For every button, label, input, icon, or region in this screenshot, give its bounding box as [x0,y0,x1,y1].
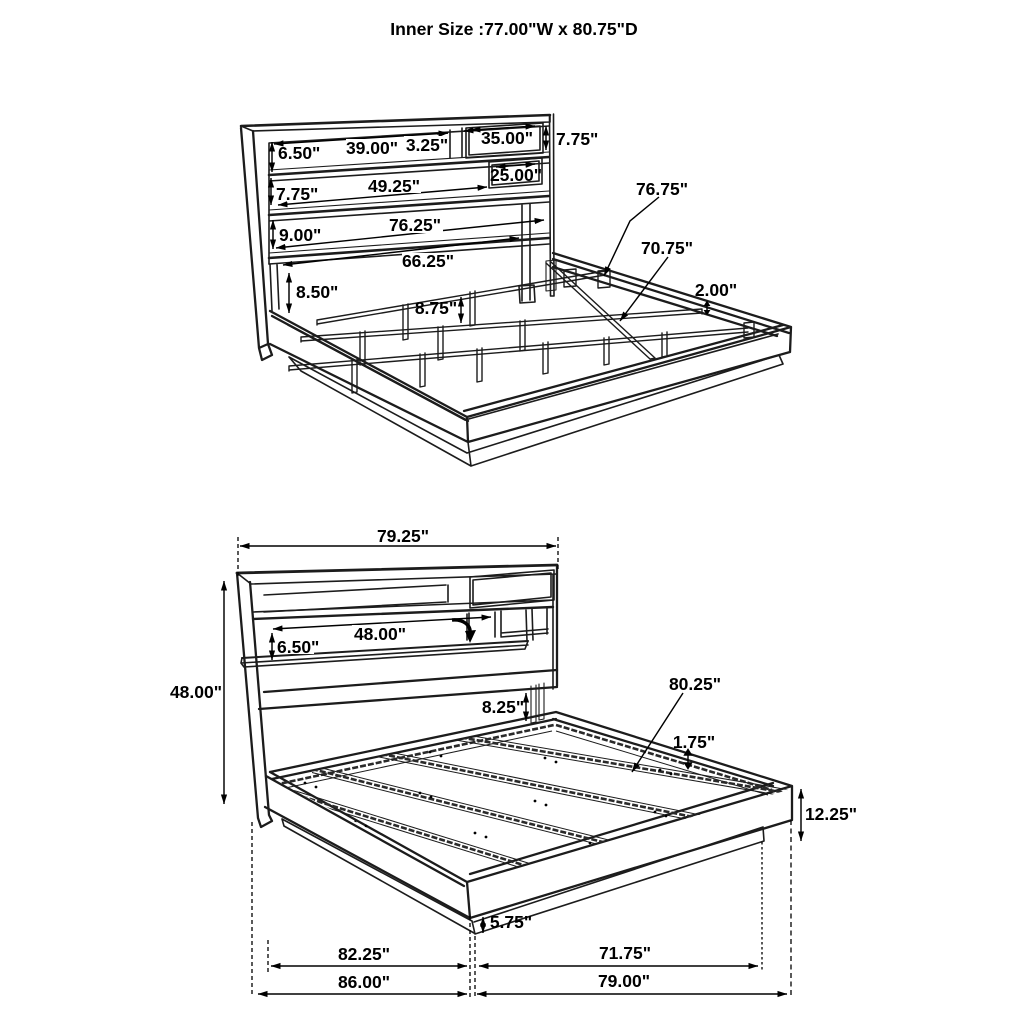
svg-text:8.50": 8.50" [296,282,338,302]
svg-text:7.75": 7.75" [556,129,598,149]
svg-text:79.00": 79.00" [598,971,650,991]
svg-text:2.00": 2.00" [695,280,737,300]
svg-text:35.00": 35.00" [481,128,533,148]
svg-text:1.75": 1.75" [673,732,715,752]
svg-text:76.25": 76.25" [389,215,441,235]
svg-text:86.00": 86.00" [338,972,390,992]
svg-text:25.00": 25.00" [490,165,542,185]
svg-text:Inner Size :77.00"W x 80.75"D: Inner Size :77.00"W x 80.75"D [390,19,637,39]
svg-text:3.25": 3.25" [406,135,448,155]
svg-text:7.75": 7.75" [276,184,318,204]
svg-text:6.50": 6.50" [278,143,320,163]
svg-text:39.00": 39.00" [346,138,398,158]
svg-text:70.75": 70.75" [641,238,693,258]
svg-text:49.25": 49.25" [368,176,420,196]
svg-text:48.00": 48.00" [170,682,222,702]
svg-text:80.25": 80.25" [669,674,721,694]
svg-text:6.50": 6.50" [277,637,319,657]
svg-text:66.25": 66.25" [402,251,454,271]
svg-text:9.00": 9.00" [279,225,321,245]
svg-text:12.25": 12.25" [805,804,857,824]
svg-text:5.75": 5.75" [490,912,532,932]
svg-text:82.25": 82.25" [338,944,390,964]
svg-text:79.25": 79.25" [377,526,429,546]
svg-text:8.75": 8.75" [415,298,457,318]
svg-text:71.75": 71.75" [599,943,651,963]
svg-text:48.00": 48.00" [354,624,406,644]
svg-text:76.75": 76.75" [636,179,688,199]
svg-text:8.25": 8.25" [482,697,524,717]
